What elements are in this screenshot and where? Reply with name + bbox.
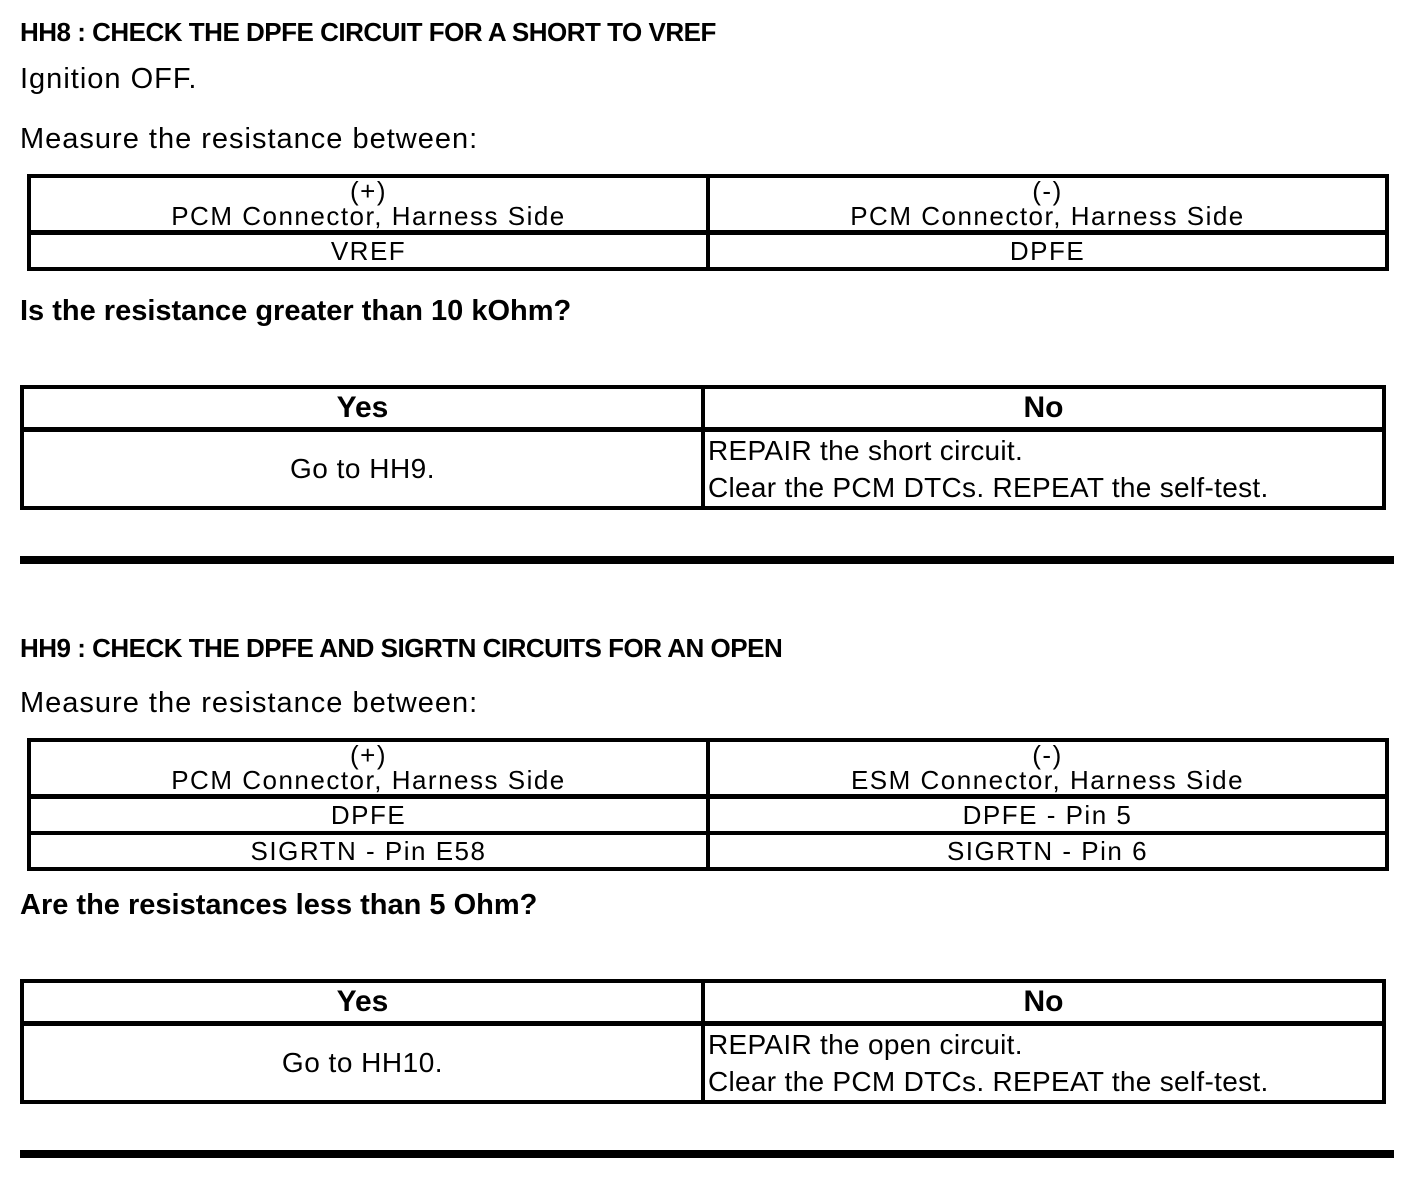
negative-sign: (-) [1032, 176, 1063, 206]
positive-sign: (+) [350, 740, 387, 770]
negative-pin-cell: DPFE [706, 230, 1389, 271]
measurement-header-row: (+) PCM Connector, Harness Side (-) PCM … [27, 174, 1389, 235]
yes-column-header: Yes [20, 979, 705, 1026]
section-heading-hh8: HH8 : CHECK THE DPFE CIRCUIT FOR A SHORT… [20, 17, 716, 47]
yes-column-header: Yes [20, 385, 705, 432]
positive-column-header: (+) PCM Connector, Harness Side [27, 738, 710, 799]
positive-connector-label: PCM Connector, Harness Side [171, 765, 566, 795]
no-action-cell: REPAIR the open circuit. Clear the PCM D… [701, 1021, 1386, 1104]
measure-instruction: Measure the resistance between: [20, 123, 479, 155]
pinpoint-test-hh9: HH9 : CHECK THE DPFE AND SIGRTN CIRCUITS… [20, 634, 1394, 1158]
section-divider [20, 1150, 1394, 1158]
ignition-instruction: Ignition OFF. [20, 63, 198, 95]
yes-action-cell: Go to HH9. [20, 427, 705, 510]
table-row: DPFE DPFE - Pin 5 [27, 794, 1389, 835]
decision-row: Go to HH10. REPAIR the open circuit. Cle… [20, 1021, 1386, 1104]
no-action-line: REPAIR the open circuit. [708, 1029, 1023, 1060]
negative-column-header: (-) ESM Connector, Harness Side [706, 738, 1389, 799]
pinpoint-test-hh8: HH8 : CHECK THE DPFE CIRCUIT FOR A SHORT… [20, 18, 1394, 564]
decision-header-row: Yes No [20, 979, 1386, 1026]
positive-pin-cell: DPFE [27, 794, 710, 835]
negative-sign: (-) [1032, 740, 1063, 770]
decision-header-row: Yes No [20, 385, 1386, 432]
section-heading-hh9: HH9 : CHECK THE DPFE AND SIGRTN CIRCUITS… [20, 633, 783, 663]
section-divider [20, 556, 1394, 564]
no-column-header: No [701, 385, 1386, 432]
measure-instruction: Measure the resistance between: [20, 687, 479, 719]
table-row: SIGRTN - Pin E58 SIGRTN - Pin 6 [27, 831, 1389, 871]
decision-table-hh8: Yes No Go to HH9. REPAIR the short circu… [20, 385, 1386, 510]
yes-action-text: Go to HH9. [289, 453, 436, 484]
negative-connector-label: ESM Connector, Harness Side [850, 765, 1245, 795]
positive-pin-cell: VREF [27, 230, 710, 271]
measurement-table-hh9: (+) PCM Connector, Harness Side (-) ESM … [27, 738, 1389, 871]
measurement-header-row: (+) PCM Connector, Harness Side (-) ESM … [27, 738, 1389, 799]
negative-connector-label: PCM Connector, Harness Side [850, 201, 1245, 231]
no-action-line: Clear the PCM DTCs. REPEAT the self-test… [708, 472, 1269, 503]
positive-sign: (+) [350, 176, 387, 206]
yes-action-text: Go to HH10. [281, 1047, 444, 1078]
positive-connector-label: PCM Connector, Harness Side [171, 201, 566, 231]
negative-pin-cell: SIGRTN - Pin 6 [706, 831, 1389, 871]
yes-action-cell: Go to HH10. [20, 1021, 705, 1104]
negative-column-header: (-) PCM Connector, Harness Side [706, 174, 1389, 235]
table-row: VREF DPFE [27, 230, 1389, 271]
measurement-table-hh8: (+) PCM Connector, Harness Side (-) PCM … [27, 174, 1389, 271]
no-action-line: Clear the PCM DTCs. REPEAT the self-test… [708, 1066, 1269, 1097]
negative-pin-cell: DPFE - Pin 5 [706, 794, 1389, 835]
decision-row: Go to HH9. REPAIR the short circuit. Cle… [20, 427, 1386, 510]
no-column-header: No [701, 979, 1386, 1026]
no-action-line: REPAIR the short circuit. [708, 435, 1024, 466]
diagnostic-question-hh9: Are the resistances less than 5 Ohm? [20, 889, 538, 921]
positive-column-header: (+) PCM Connector, Harness Side [27, 174, 710, 235]
no-action-cell: REPAIR the short circuit. Clear the PCM … [701, 427, 1386, 510]
positive-pin-cell: SIGRTN - Pin E58 [27, 831, 710, 871]
decision-table-hh9: Yes No Go to HH10. REPAIR the open circu… [20, 979, 1386, 1104]
diagnostic-question-hh8: Is the resistance greater than 10 kOhm? [20, 295, 572, 327]
